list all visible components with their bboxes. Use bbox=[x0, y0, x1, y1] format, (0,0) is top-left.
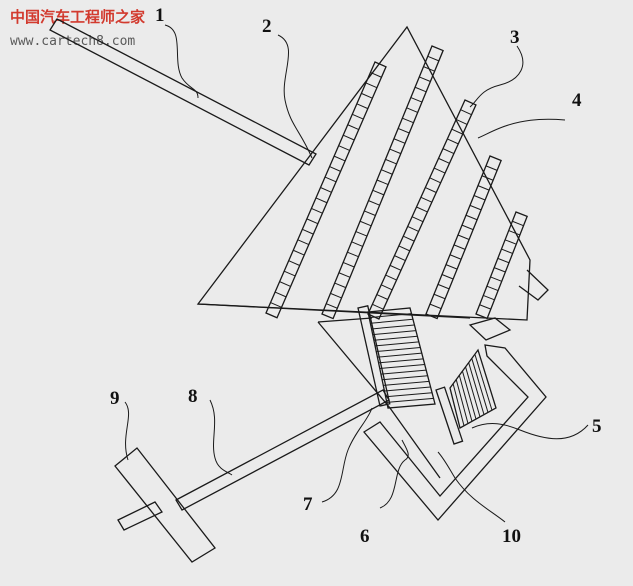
vertical-strip-frame bbox=[357, 305, 391, 407]
vertical-hatched-strip-7 bbox=[357, 305, 436, 409]
triangle-plate-2 bbox=[196, 25, 531, 321]
part-labels: 1 2 3 4 5 6 7 8 9 10 bbox=[110, 5, 602, 547]
rod-1 bbox=[49, 18, 317, 166]
connector-tab bbox=[468, 317, 512, 341]
bracket-5 bbox=[363, 344, 547, 521]
label-2: 2 bbox=[262, 16, 272, 37]
ladder-strip bbox=[367, 307, 436, 409]
label-8: 8 bbox=[188, 386, 198, 407]
hatched-strip-c bbox=[367, 99, 477, 320]
hatched-strip-d bbox=[425, 155, 502, 320]
leader-lines bbox=[124, 24, 589, 523]
hatched-strip-b bbox=[321, 45, 444, 320]
label-9: 9 bbox=[110, 388, 120, 409]
lower-triangle-frame bbox=[317, 317, 441, 479]
label-5: 5 bbox=[592, 416, 602, 437]
watermark-site-name: 中国汽车工程师之家 bbox=[10, 8, 145, 26]
label-10: 10 bbox=[502, 526, 521, 547]
hatched-strip-e bbox=[475, 211, 529, 320]
small-plate-frame bbox=[435, 386, 464, 445]
small-ladder bbox=[449, 348, 497, 429]
label-1: 1 bbox=[155, 5, 165, 26]
label-7: 7 bbox=[303, 494, 313, 515]
hatched-strip-a bbox=[265, 61, 387, 319]
label-4: 4 bbox=[572, 90, 582, 111]
label-3: 3 bbox=[510, 27, 520, 48]
rod-8 bbox=[175, 389, 390, 511]
tab-4 bbox=[518, 269, 549, 301]
label-6: 6 bbox=[360, 526, 370, 547]
hatched-strips-3 bbox=[265, 45, 529, 320]
handle-9 bbox=[114, 447, 216, 563]
small-plate-10 bbox=[435, 348, 497, 445]
